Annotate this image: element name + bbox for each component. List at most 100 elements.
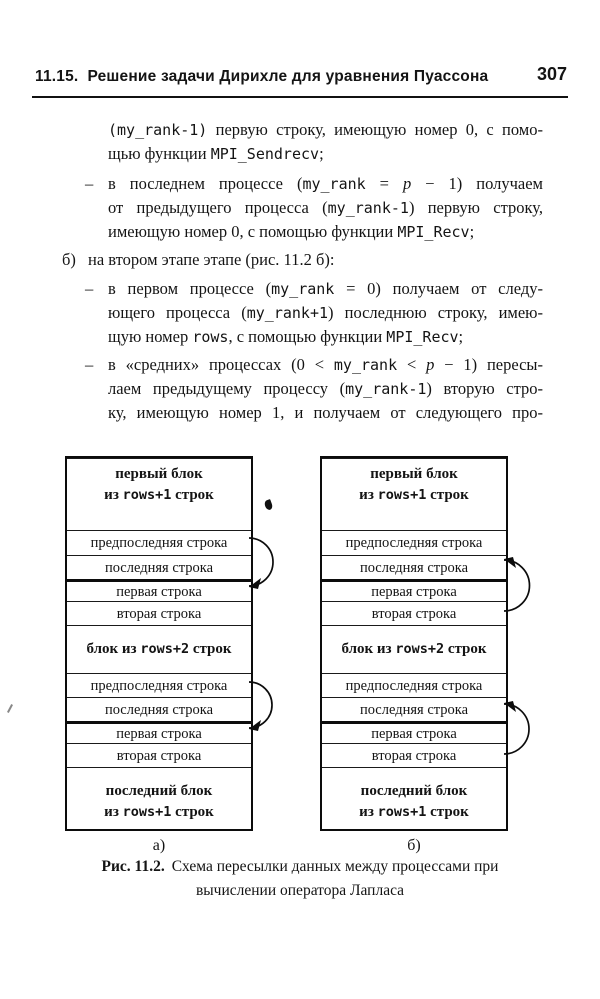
figure-caption-text-line2: вычислении оператора Лапласа [195,882,405,899]
diagram-row-label: предпоследняя строка [345,535,483,551]
diagram-row-label: предпоследняя строка [345,677,483,694]
arrowhead-icon [504,557,516,568]
diagram-row-label: вторая строка [116,747,202,764]
text-segment: строк [171,804,214,820]
diagram-block-label: из rows+1 строк [359,485,469,506]
text-segment: , с помощью функции [228,327,387,346]
text-line: от предыдущего процесса (my_rank-1) перв… [108,196,543,221]
text-segment: my_rank-1 [345,380,427,398]
text-line: ющего процесса (my_rank+1) последнюю стр… [108,301,543,326]
text-line: в последнем процессе (my_rank = p − 1) п… [108,172,543,197]
page-number: 307 [536,64,567,84]
text-segment: − 1) пересы- [434,355,543,374]
diagram-row: первая строка [67,721,251,743]
diagram-row: последняя строка [67,555,251,579]
text-segment: ку, имеющую номер 1, и получаем от следу… [108,403,543,422]
text-segment: − 1) получаем [411,174,543,193]
transfer-arrow [503,559,531,612]
text-segment: блок из [341,641,396,657]
running-header: 11.15. Решение задачи Дирихле для уравнен… [35,68,495,86]
text-segment: последний блок [360,783,468,799]
diagram-row-label: вторая строка [371,605,457,622]
diagram-row: последняя строка [322,555,506,579]
list-bullet: – [85,279,94,298]
diagram-block: последний блок из rows+1 строк [67,767,251,829]
list-bullet: б) [62,250,76,269]
diagram-block-label: из rows+1 строк [359,802,469,823]
text-segment: rows+1 [122,804,172,820]
text-segment: ; [458,327,464,346]
diagram-row: первая строка [67,579,251,601]
diagram-row-label: последняя строка [104,701,214,718]
diagram-block-label: первый блок [370,464,458,485]
text-segment: из [359,487,378,503]
diagram-row-label: последняя строка [104,559,214,576]
diagram-row-label: первая строка [371,725,457,742]
diagram-row-label: первая строка [116,583,202,600]
diagram-block-label: блок из rows+2 строк [341,639,486,660]
text-segment: ; [319,144,324,163]
text-segment: строк [426,487,469,503]
diagram-row-label: последняя строка [359,701,469,718]
text-segment: rows [192,328,229,346]
diagram-block-label: блок из rows+2 строк [86,639,231,660]
text-segment: my_rank [271,280,335,298]
text-segment: my_rank-1 [327,199,409,217]
text-line: лаем предыдущему процессу (my_rank-1) вт… [108,377,543,402]
text-segment: в последнем процессе ( [108,174,303,193]
text-segment: имеющую номер 0, с помощью функции [108,222,398,241]
list-bullet: – [85,174,94,193]
diagram-row-label: вторая строка [371,747,457,764]
diagram-row-label: первая строка [116,725,202,742]
text-segment: my_rank+1 [246,304,329,322]
section-number: 11.15. [35,68,79,85]
diagram-block-label: последний блок [106,781,213,802]
text-line: имеющую номер 0, с помощью функции MPI_R… [108,220,543,245]
ink-speck [7,704,13,713]
transfer-arrow [248,537,274,587]
diagram-row-label: вторая строка [116,605,202,622]
text-segment: rows+2 [140,641,190,657]
diagram-row: вторая строка [67,743,251,767]
diagram-row: первая строка [322,579,506,601]
text-segment: ; [469,222,475,241]
text-segment: MPI_Recv [397,223,470,241]
diagram-row: предпоследняя строка [67,530,251,555]
diagram-block-label: последний блок [361,781,468,802]
text-segment: rows+2 [395,641,445,657]
diagram-block: блок из rows+2 строк [67,625,251,673]
text-segment: последний блок [105,783,213,799]
diagram-row: вторая строка [322,743,506,767]
diagram-block: блок из rows+2 строк [322,625,506,673]
diagram-row-label: предпоследняя строка [90,535,228,551]
text-segment: блок из [86,641,141,657]
text-line: на втором этапе этапе (рис. 11.2 б): [88,248,543,273]
text-segment: от предыдущего процесса ( [108,198,328,217]
text-segment: строк [444,641,487,657]
text-segment: < [397,355,427,374]
text-segment: первую строку, имеющую номер 0, с помо- [207,120,543,139]
text-segment: rows+1 [122,487,172,503]
text-segment: из [104,804,123,820]
transfer-arrow [503,703,530,755]
section-title: Решение задачи Дирихле для уравнения Пуа… [87,68,489,85]
diagram-row: первая строка [322,721,506,743]
text-segment: строк [426,804,469,820]
text-segment: MPI_Recv [386,328,459,346]
transfer-arrows-b [503,557,531,755]
text-segment: щью функции [108,144,211,163]
text-segment: ) вторую стро- [426,379,543,398]
text-segment: p [402,174,412,193]
diagram-row: предпоследняя строка [322,530,506,555]
text-line: (my_rank-1) первую строку, имеющую номер… [108,118,543,143]
diagram-row: последняя строка [67,697,251,721]
text-segment: в «средних» процессах (0 < [108,355,334,374]
text-segment: (my_rank-1) [108,121,208,139]
diagram-row-label: последняя строка [359,559,469,576]
text-segment: p [426,355,435,374]
